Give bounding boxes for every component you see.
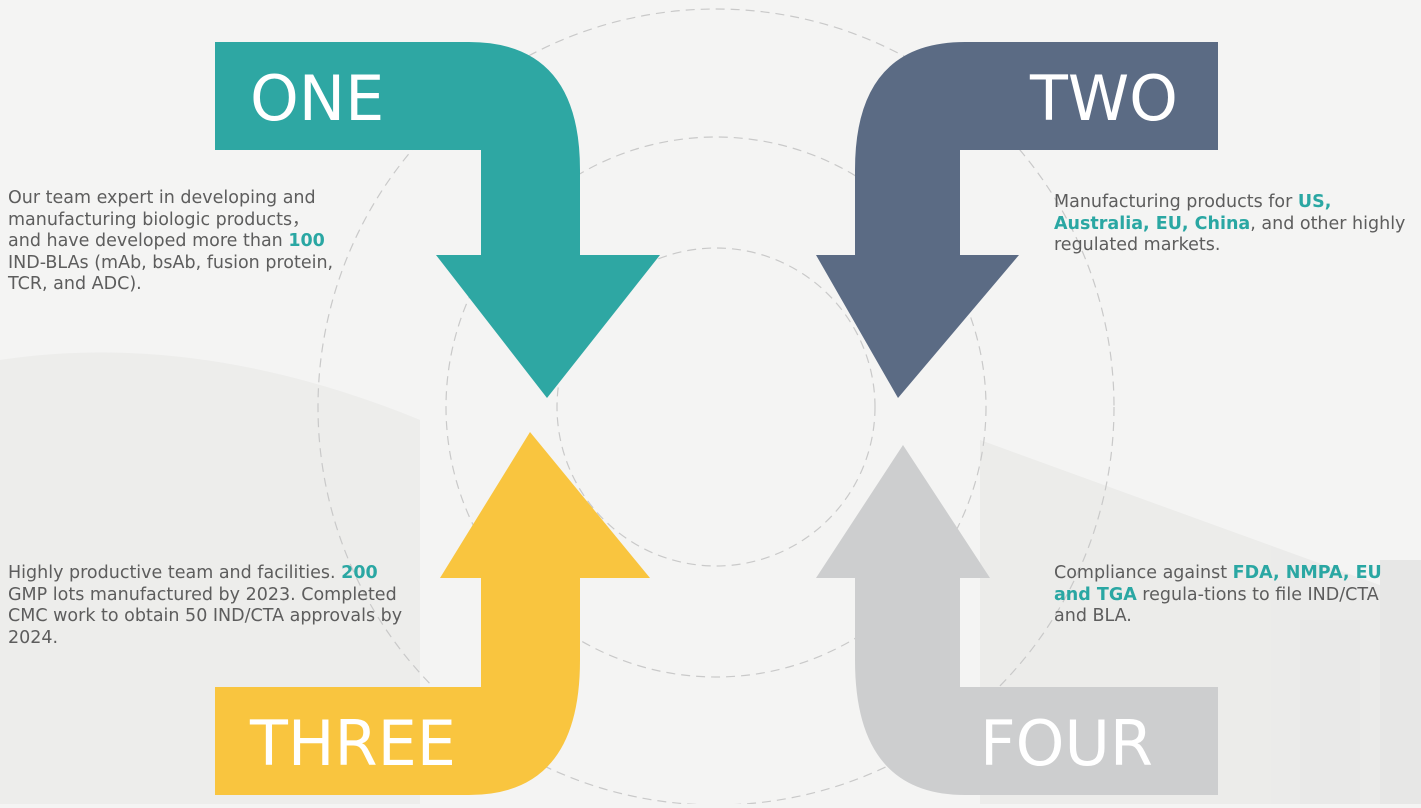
ring-middle bbox=[445, 136, 987, 678]
arrow-three-shape bbox=[215, 432, 650, 795]
body-text: Compliance against bbox=[1054, 563, 1233, 583]
highlight-text: FDA, NMPA, EU and TGA bbox=[1054, 563, 1382, 605]
step-four-label: FOUR bbox=[980, 707, 1153, 780]
step-three-label: THREE bbox=[249, 707, 456, 780]
body-text: Our team expert in developing and manufa… bbox=[8, 188, 316, 251]
arrow-four-shape bbox=[816, 445, 1218, 795]
step-one-label: ONE bbox=[250, 62, 384, 135]
step-two-description: Manufacturing products for US, Australia… bbox=[1054, 192, 1414, 257]
body-text: , and other highly regulated markets. bbox=[1054, 213, 1406, 256]
body-text: regula-tions to file IND/CTA and BLA. bbox=[1054, 584, 1379, 627]
step-one-description: Our team expert in developing and manufa… bbox=[8, 188, 338, 296]
body-text: IND-BLAs (mAb, bsAb, fusion protein, TCR… bbox=[8, 252, 334, 295]
ring-inner bbox=[556, 247, 876, 567]
step-three-description: Highly productive team and facilities. 2… bbox=[8, 563, 408, 649]
step-four-description: Compliance against FDA, NMPA, EU and TGA… bbox=[1054, 563, 1384, 628]
highlight-text: 100 bbox=[288, 231, 325, 251]
concentric-rings bbox=[317, 8, 1115, 806]
body-text: Manufacturing products for bbox=[1054, 192, 1298, 212]
step-two-label: TWO bbox=[1029, 62, 1178, 135]
step-two-arrow: TWO bbox=[816, 42, 1218, 398]
arrow-one-shape bbox=[215, 42, 660, 398]
step-four-arrow: FOUR bbox=[816, 445, 1218, 795]
body-text: GMP lots manufactured by 2023. Completed… bbox=[8, 584, 403, 648]
ring-outer bbox=[317, 8, 1115, 806]
body-text: Highly productive team and facilities. bbox=[8, 563, 342, 583]
arrow-two-shape bbox=[816, 42, 1218, 398]
highlight-text: US, Australia, EU, China bbox=[1054, 192, 1332, 234]
highlight-text: 200 bbox=[341, 563, 378, 583]
step-three-arrow: THREE bbox=[215, 432, 650, 795]
step-one-arrow: ONE bbox=[215, 42, 660, 398]
